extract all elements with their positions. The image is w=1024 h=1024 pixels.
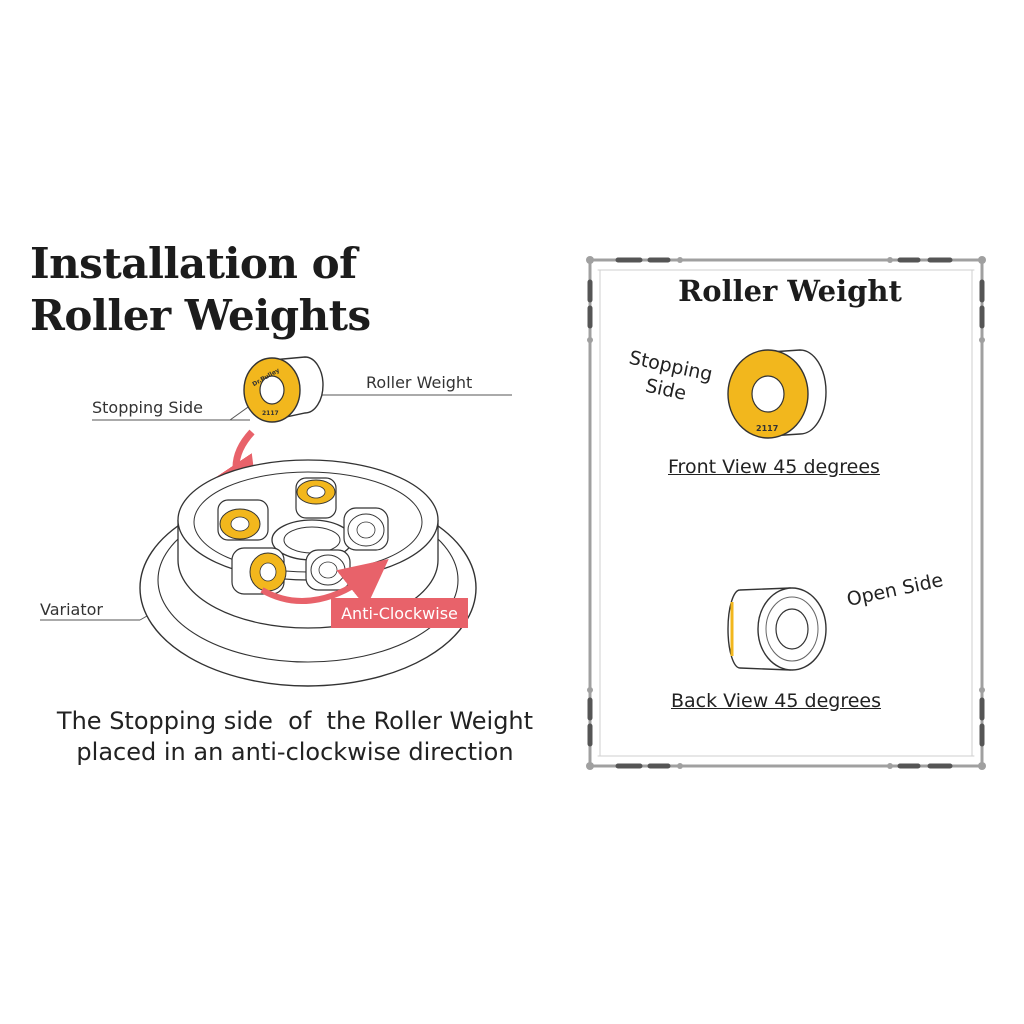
anti-clockwise-badge: Anti-Clockwise	[331, 598, 468, 628]
label-stopping-side: Stopping Side	[92, 398, 203, 417]
roller-stamp-code-left: 2117	[262, 410, 279, 417]
page-title-line-1: Installation of	[30, 239, 357, 288]
decorative-frame	[586, 256, 986, 770]
caption-line-2: placed in an anti-clockwise direction	[76, 738, 514, 766]
page-title-line-2: Roller Weights	[30, 291, 371, 340]
page-title: Installation of Roller Weights	[30, 238, 450, 342]
back-view-caption: Back View 45 degrees	[671, 690, 881, 712]
caption-line-1: The Stopping side of the Roller Weight	[56, 707, 534, 735]
variator-drawing	[139, 459, 477, 687]
roller-weight-front-view	[727, 349, 827, 439]
label-roller-weight: Roller Weight	[366, 373, 473, 392]
front-view-caption: Front View 45 degrees	[668, 456, 880, 478]
arrow-anti-clockwise	[260, 559, 389, 608]
label-variator: Variator	[40, 600, 103, 619]
installation-caption: The Stopping side of the Roller Weight p…	[30, 706, 560, 768]
box-title: Roller Weight	[678, 274, 902, 308]
roller-weight-back-view	[727, 587, 827, 671]
roller-stamp-code-right: 2117	[756, 424, 779, 433]
roller-weight-loose	[243, 356, 324, 423]
